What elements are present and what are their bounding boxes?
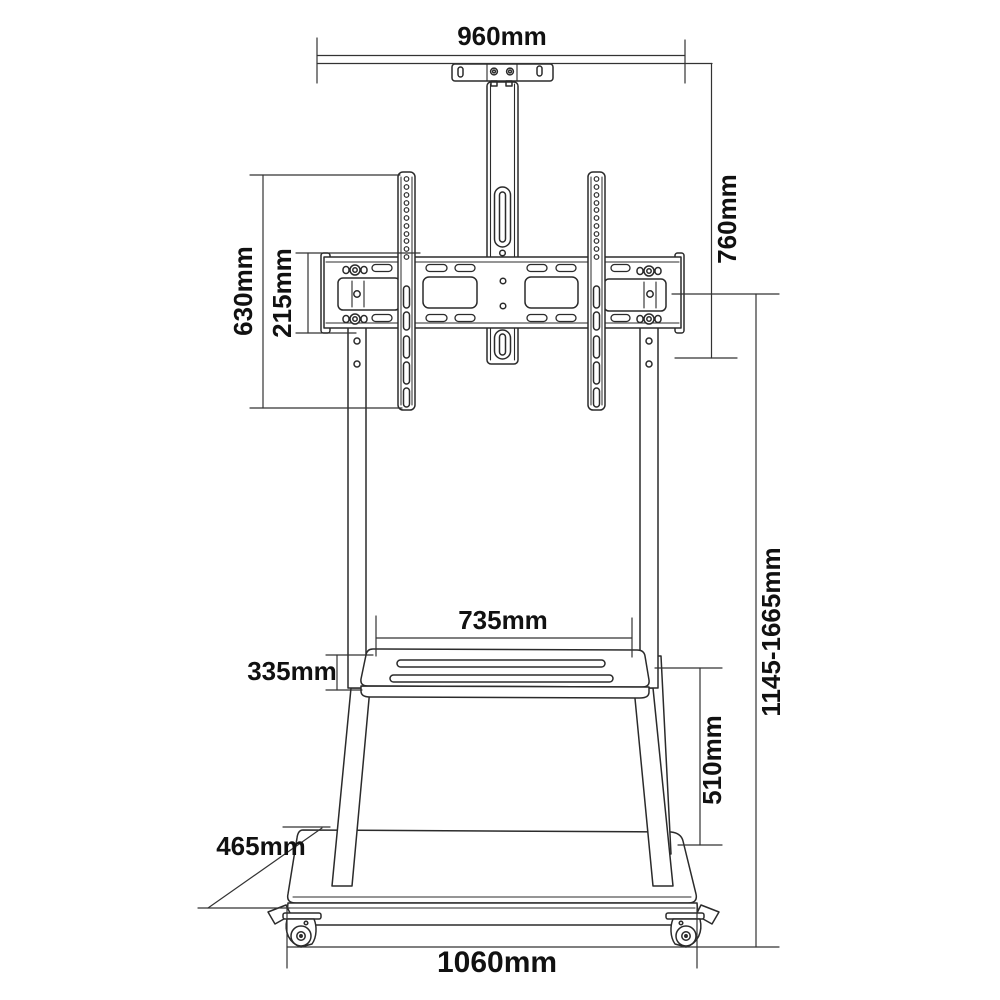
clamp-right (603, 265, 667, 325)
column-right (639, 325, 659, 689)
base (286, 829, 699, 926)
vesa-rail-right (587, 171, 606, 411)
shelf (360, 648, 650, 699)
dimension-lines (197, 37, 780, 969)
dim-label-top-width: 960mm (457, 21, 547, 51)
vesa-rail-left (397, 171, 416, 411)
caster-right (665, 904, 720, 948)
dim-label-shelf-to-base: 510mm (697, 715, 727, 805)
dim-label-plate-height: 215mm (267, 248, 297, 338)
clamp-left (337, 264, 401, 325)
dim-label-height-range: 1145-1665mm (756, 547, 786, 717)
dim-label-shelf-width: 735mm (458, 605, 548, 635)
dim-label-mount-height: 760mm (712, 174, 742, 264)
column-left (347, 325, 367, 689)
dim-label-shelf-depth: 335mm (247, 656, 337, 686)
top-bracket (451, 63, 554, 87)
caster-left (267, 904, 322, 948)
dim-label-base-depth: 465mm (216, 831, 306, 861)
dim-label-rail-height: 630mm (228, 246, 258, 336)
dim-label-base-width: 1060mm (436, 946, 558, 979)
